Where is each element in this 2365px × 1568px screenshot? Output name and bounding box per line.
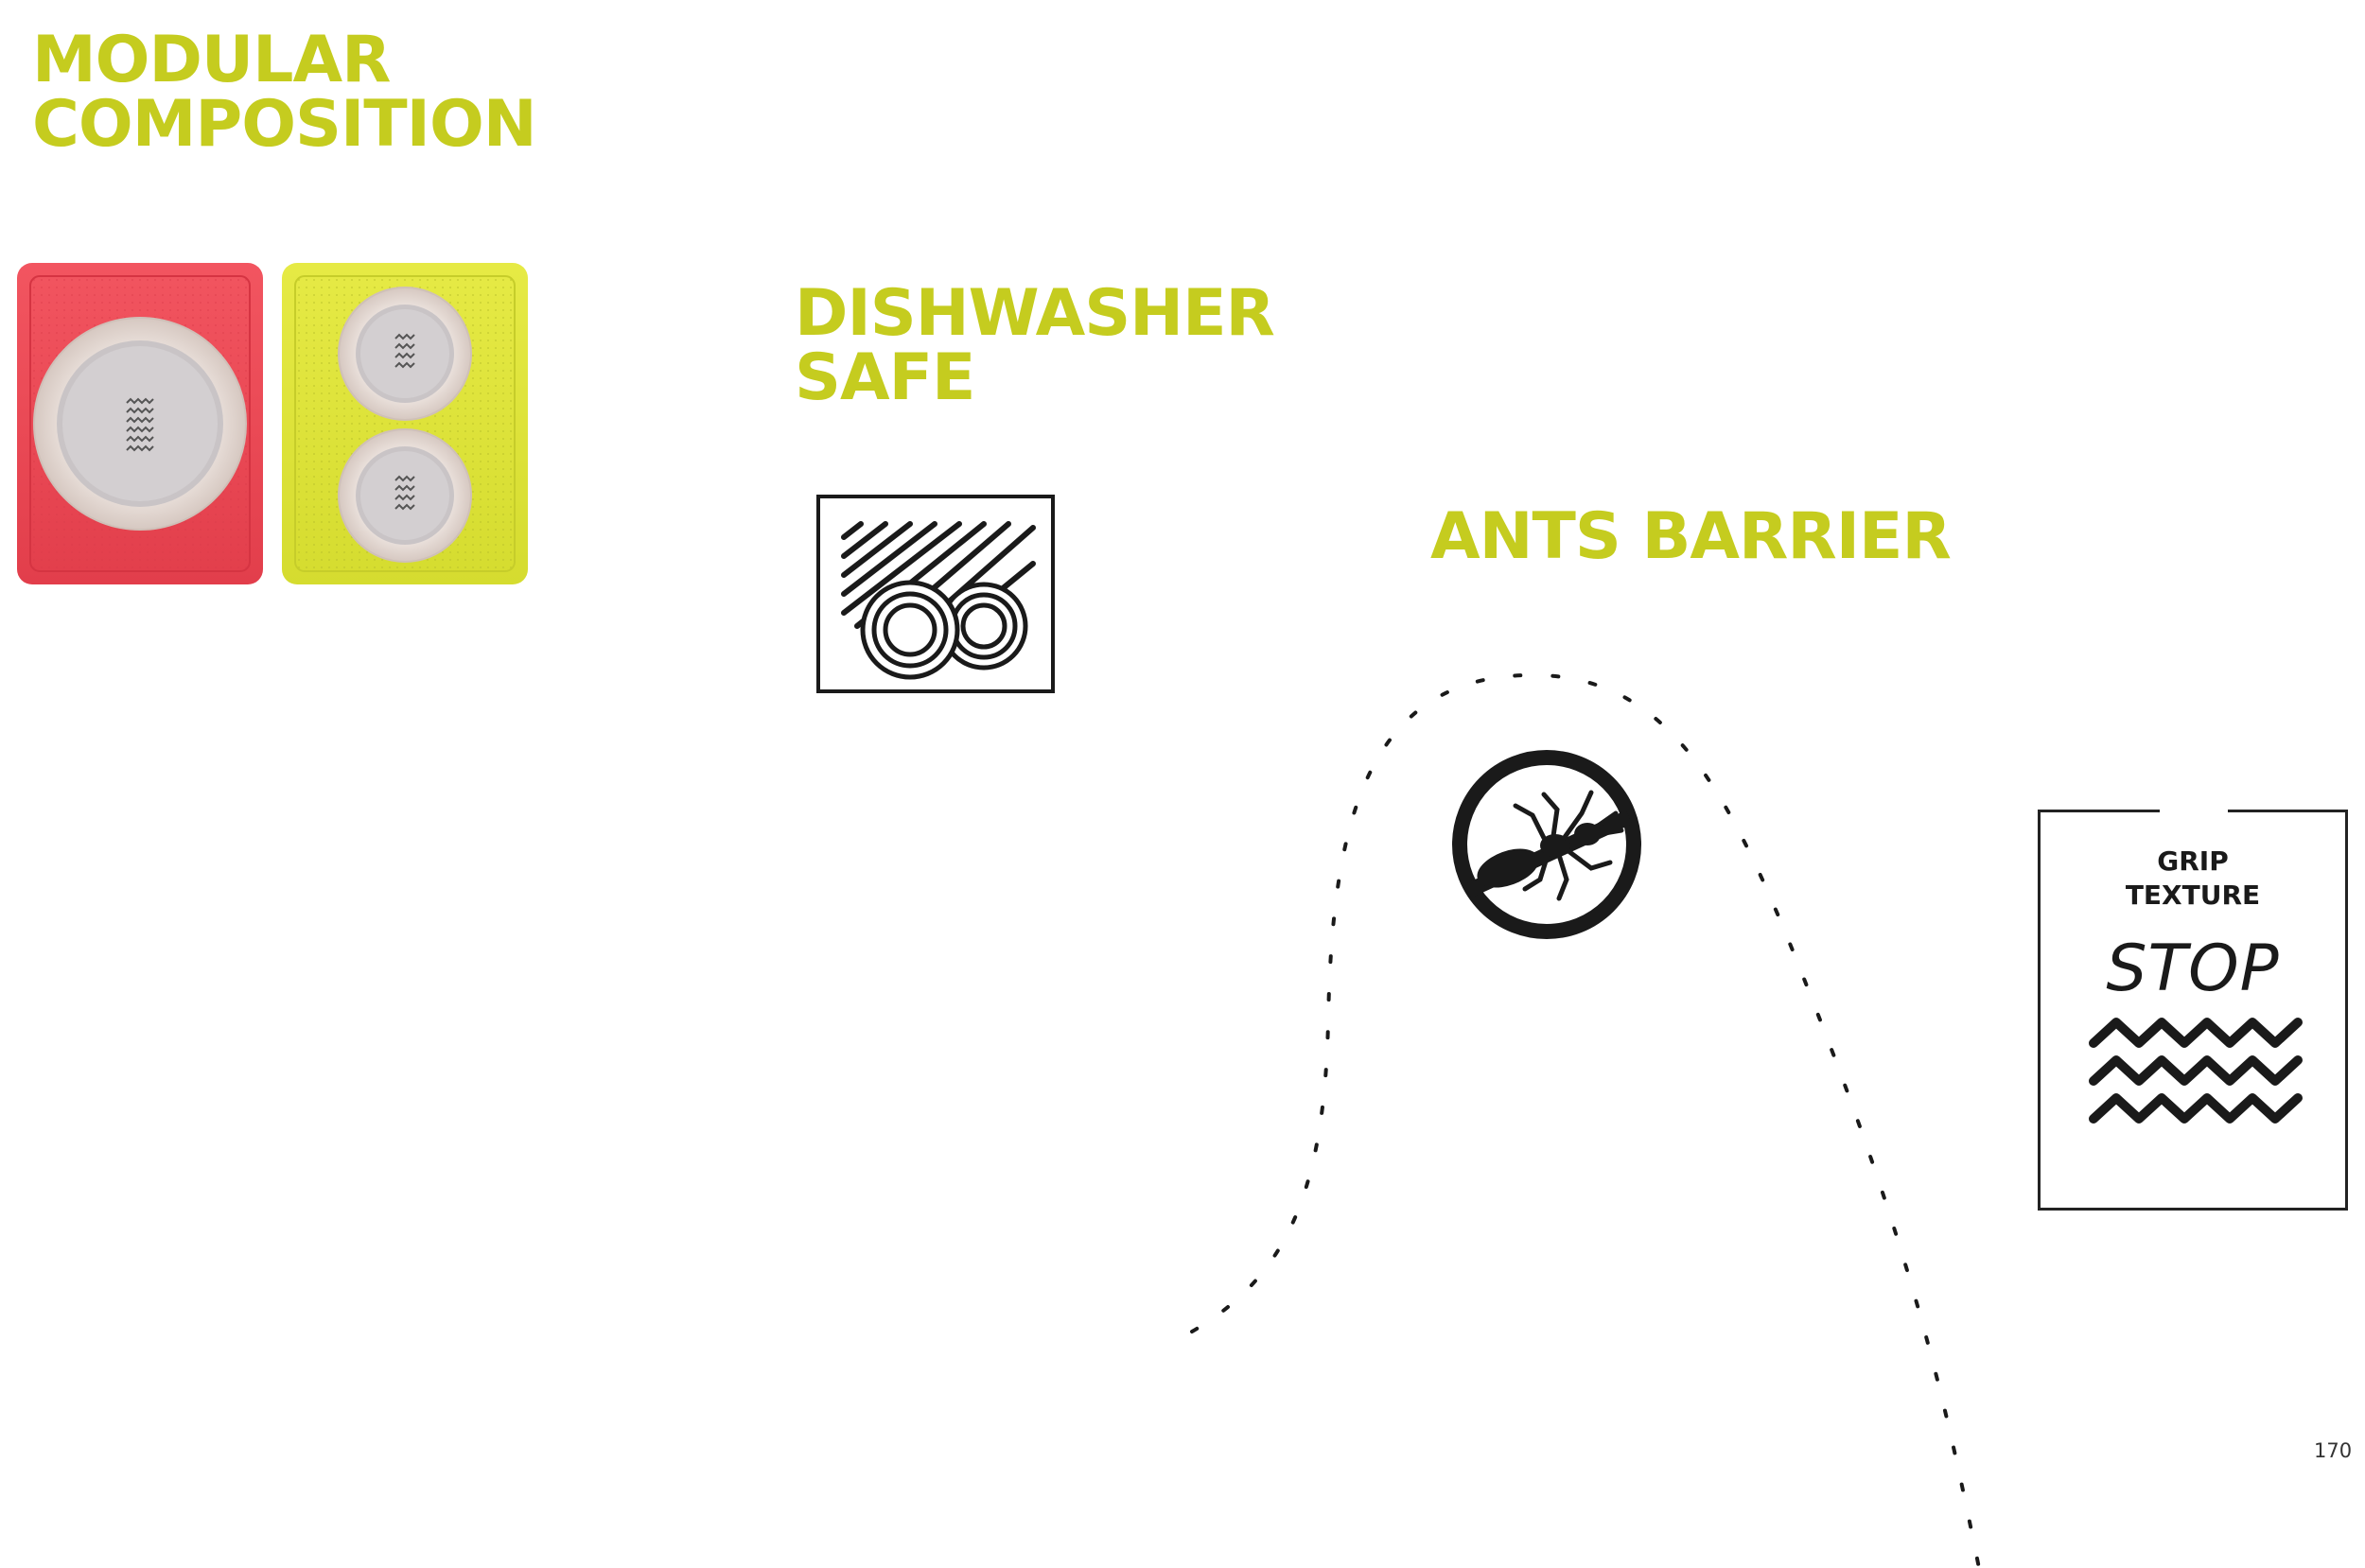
red-tray	[17, 263, 263, 584]
heading-line: DISHWASHER	[795, 276, 1275, 351]
modular-trays-image	[17, 263, 528, 584]
ant-barrier-icon	[1452, 750, 1641, 939]
grip-title-line: TEXTURE	[2125, 880, 2261, 911]
grip-texture-title: GRIP TEXTURE	[2041, 845, 2345, 913]
modular-composition-heading: MODULAR COMPOSITION	[32, 23, 537, 162]
dishwasher-plates-icon	[816, 495, 1055, 693]
stop-label: STOP	[2106, 932, 2280, 1006]
grip-title-line: GRIP	[2157, 845, 2229, 877]
yellow-tray	[282, 263, 528, 584]
heading-line: MODULAR	[32, 23, 391, 97]
zigzag-wave-icon	[2089, 1018, 2303, 1124]
heading-line: SAFE	[795, 340, 976, 415]
grip-texture-card: GRIP TEXTURE STOP	[2038, 809, 2348, 1211]
card-top-gap	[2160, 809, 2228, 816]
page-number: 170	[2314, 1439, 2353, 1462]
dishwasher-safe-heading: DISHWASHER SAFE	[795, 276, 1275, 415]
heading-line: COMPOSITION	[32, 87, 537, 162]
ants-barrier-heading: ANTS BARRIER	[1430, 499, 1952, 574]
